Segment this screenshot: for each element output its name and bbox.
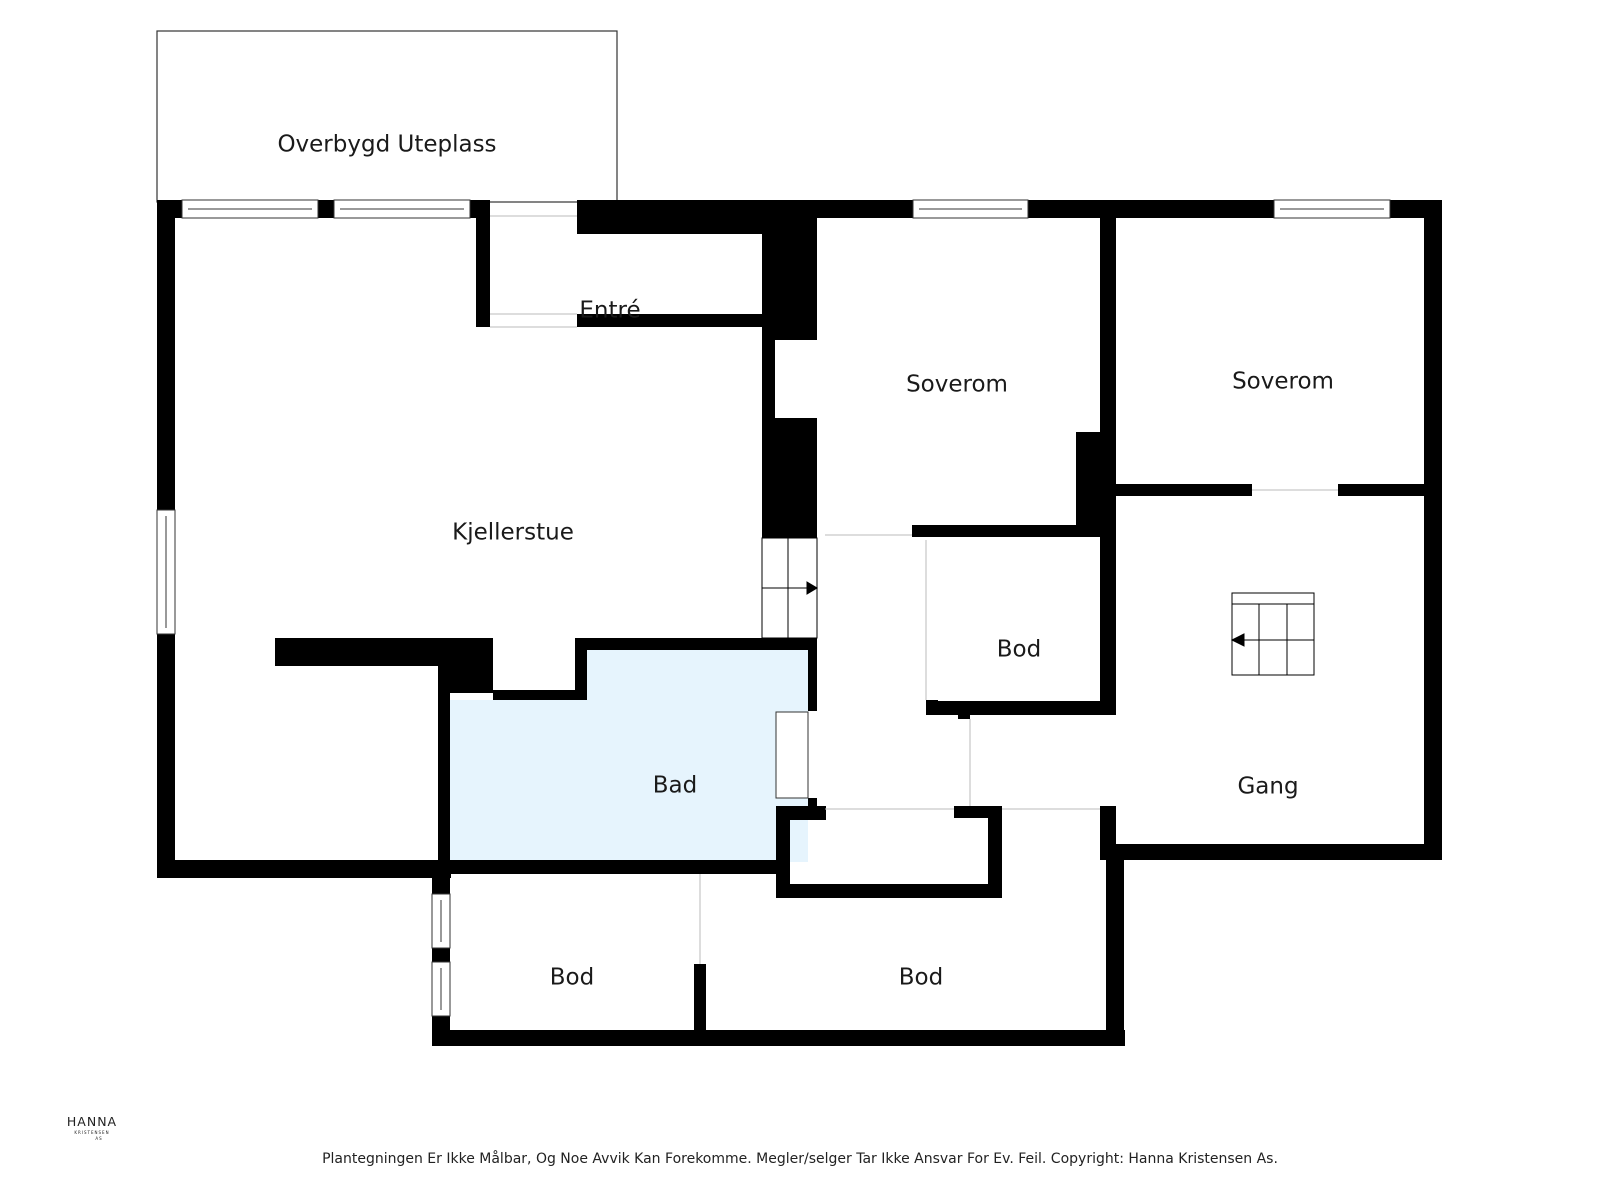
door-openings <box>490 215 1338 964</box>
label-living-room: Kjellerstue <box>452 520 574 546</box>
window <box>775 711 809 799</box>
windows <box>156 199 1391 1017</box>
label-storage-1: Bod <box>997 637 1041 663</box>
stairs-left <box>761 537 818 639</box>
label-covered-terrace: Overbygd Uteplass <box>277 132 496 158</box>
disclaimer-text: Plantegningen Er Ikke Målbar, Og Noe Avv… <box>322 1150 1278 1167</box>
label-storage-2: Bod <box>550 965 594 991</box>
logo-sub: KRISTENSEN <box>74 1130 109 1135</box>
covered-terrace-outline <box>156 30 618 203</box>
label-bedroom-1: Soverom <box>906 372 1008 398</box>
label-entrance: Entré <box>579 298 640 324</box>
logo-name: HANNA <box>67 1114 117 1129</box>
company-logo: HANNA KRISTENSEN AS <box>67 1114 117 1141</box>
bathroom-floor <box>450 649 808 862</box>
label-storage-3: Bod <box>899 965 943 991</box>
walls <box>157 200 1442 1046</box>
label-hallway: Gang <box>1237 774 1298 800</box>
logo-suffix: AS <box>95 1136 102 1141</box>
label-bedroom-2: Soverom <box>1232 369 1334 395</box>
stairs-right <box>1230 592 1315 676</box>
label-bathroom: Bad <box>653 773 697 799</box>
